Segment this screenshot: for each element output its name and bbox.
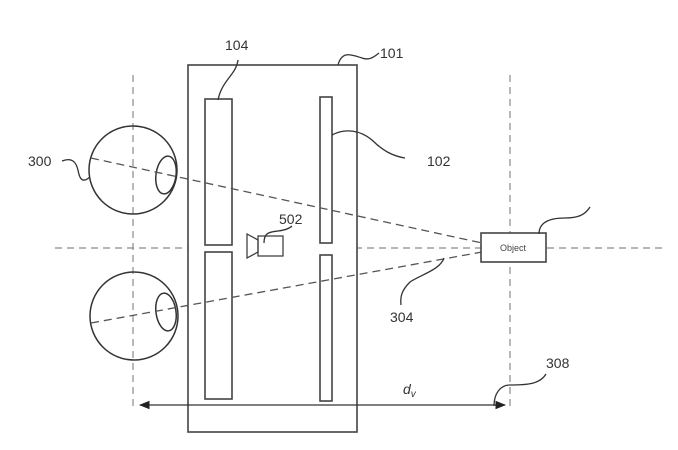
camera-icon: [246, 232, 284, 260]
leader-101: [337, 52, 380, 66]
ref-label-101: 101: [380, 45, 404, 61]
leader-502: [263, 225, 293, 244]
upper-eye: [88, 125, 178, 215]
upper-sight-line: [90, 157, 483, 244]
lower-eye: [89, 271, 179, 361]
left-display-lower: [204, 251, 233, 400]
leader-308: [493, 373, 547, 407]
leader-104: [217, 59, 239, 101]
ref-label-104: 104: [225, 37, 249, 53]
distance-label: dv: [403, 381, 417, 400]
lower-sight-line: [90, 251, 483, 324]
right-display-lower: [319, 254, 333, 402]
left-display-upper: [204, 98, 233, 246]
ref-label-102: 102: [427, 153, 451, 169]
leader-object: [538, 206, 591, 235]
leader-300: [61, 158, 91, 181]
ref-label-308: 308: [546, 355, 570, 371]
right-display-upper: [319, 96, 333, 244]
ref-label-304: 304: [390, 309, 414, 325]
object-box: [480, 232, 547, 263]
ref-label-502: 502: [279, 211, 303, 227]
leader-304: [400, 257, 445, 306]
leader-102: [331, 130, 406, 159]
object-label: Object: [500, 243, 527, 253]
ref-label-300: 300: [28, 153, 52, 169]
